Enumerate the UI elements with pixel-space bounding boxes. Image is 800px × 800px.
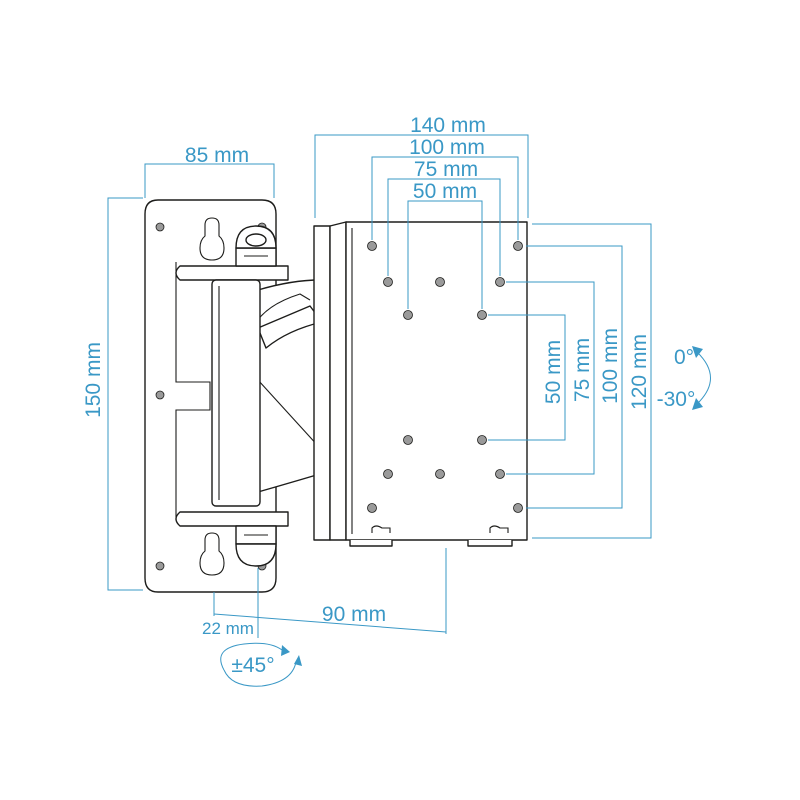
vesa-75-vertical-label: 75 mm (571, 338, 594, 402)
keyhole-slot-bottom (199, 532, 225, 576)
vesa-hole (513, 503, 523, 513)
vesa-hole (367, 241, 377, 251)
swivel-arrow-icon (220, 642, 302, 687)
tilt-top-label: 0° (674, 346, 694, 369)
plate-hole (155, 222, 165, 232)
vesa-hole (435, 469, 445, 479)
vesa-hole (495, 277, 505, 287)
vesa-140-label: 140 mm (410, 114, 486, 137)
vesa-hole (495, 469, 505, 479)
vesa-plate (313, 221, 528, 547)
vesa-50-horizontal-label: 50 mm (413, 180, 477, 203)
hinge-bottom (175, 511, 289, 567)
vesa-hole (477, 435, 487, 445)
depth-90-label: 90 mm (322, 603, 386, 626)
vesa-hole (477, 310, 487, 320)
vesa-hole (367, 503, 377, 513)
swivel-label: ±45° (231, 654, 274, 677)
vesa-hole (513, 241, 523, 251)
vesa-50-vertical-label: 50 mm (542, 340, 565, 404)
keyhole-slot-top (199, 217, 225, 261)
vesa-75-horizontal-label: 75 mm (414, 158, 478, 181)
dimension-lines (107, 134, 652, 638)
tilt-bottom-label: -30° (657, 388, 696, 411)
vesa-hole (403, 310, 413, 320)
vesa-hole (383, 469, 393, 479)
plate-hole (155, 390, 165, 400)
vesa-hole (383, 277, 393, 287)
vesa-hole (435, 277, 445, 287)
vesa-120-vertical-label: 120 mm (628, 334, 651, 410)
tilt-arrow-icon (692, 346, 711, 410)
plate-hole (155, 561, 165, 571)
vesa-100-vertical-label: 100 mm (599, 328, 622, 404)
hinge-top (175, 225, 289, 281)
wall-plate-width-label: 85 mm (185, 144, 249, 167)
wall-plate-height-label: 150 mm (82, 342, 105, 418)
vesa-hole (403, 435, 413, 445)
depth-22-label: 22 mm (202, 619, 254, 638)
vesa-100-horizontal-label: 100 mm (409, 136, 485, 159)
